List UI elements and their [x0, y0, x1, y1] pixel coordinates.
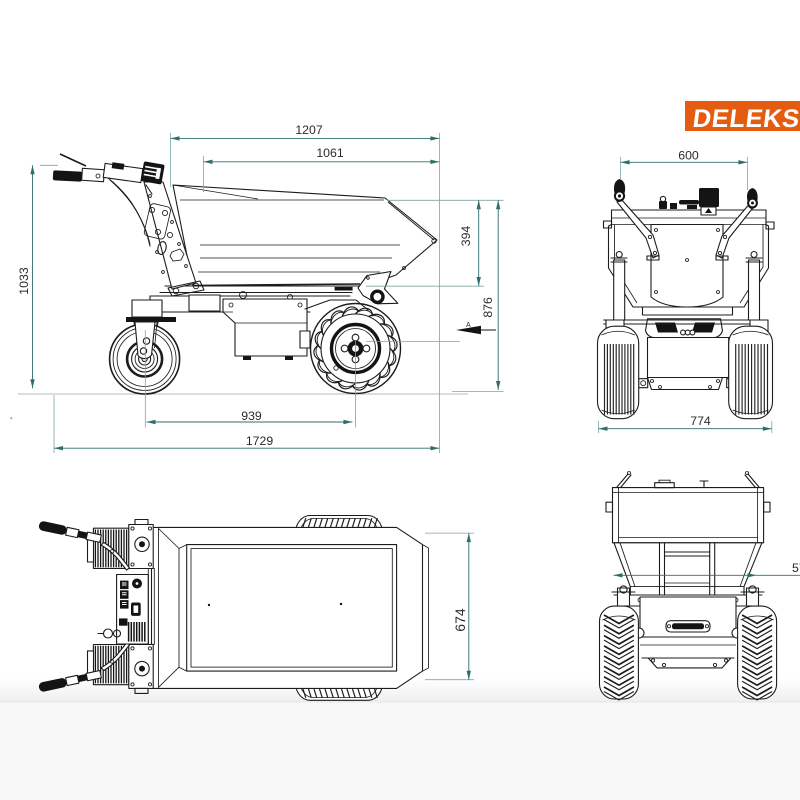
svg-text:1033: 1033	[17, 267, 31, 295]
svg-text:A: A	[466, 322, 471, 329]
svg-text:674: 674	[452, 608, 468, 632]
svg-text:600: 600	[678, 148, 699, 162]
svg-text:1207: 1207	[295, 123, 323, 137]
svg-text:394: 394	[459, 226, 473, 247]
svg-text:876: 876	[481, 297, 495, 318]
svg-text:1729: 1729	[246, 434, 274, 448]
svg-text:1061: 1061	[316, 146, 344, 160]
svg-text:DELEKS: DELEKS	[691, 105, 800, 133]
svg-text:774: 774	[690, 414, 711, 428]
svg-text:57: 57	[792, 561, 800, 575]
svg-text:939: 939	[241, 409, 262, 423]
